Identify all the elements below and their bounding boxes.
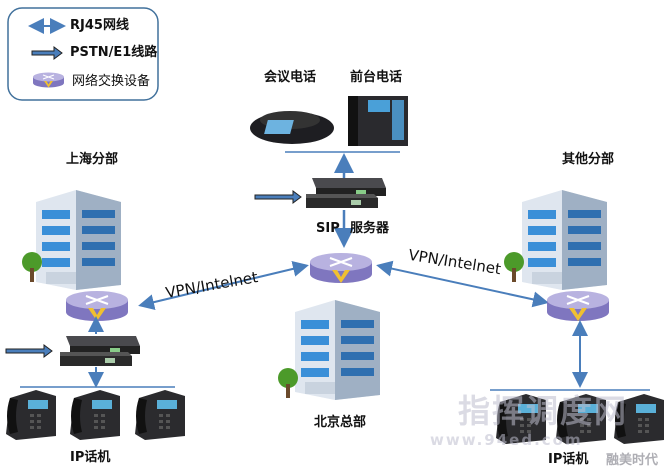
conference-phone-label: 会议电话: [264, 70, 317, 85]
server-label: 服务器: [350, 221, 390, 236]
legend-switch: 网络交换设备: [72, 74, 151, 89]
ip-phone-icon: [6, 390, 56, 440]
hq-building-icon: [295, 300, 380, 400]
watermark-url: www.94ed.com: [430, 431, 583, 449]
tree-icon: [278, 368, 298, 398]
right-ip-phone-label: IP话机: [548, 452, 589, 467]
legend-box: [7, 7, 159, 101]
left-ip-phone-label: IP话机: [70, 450, 111, 465]
left-router-icon: [65, 290, 129, 322]
right-building-icon: [522, 190, 607, 290]
legend-rj45: RJ45网线: [70, 18, 129, 33]
hq-router-icon: [309, 252, 373, 284]
hq-label: 北京总部: [314, 415, 367, 430]
left-gateway-icon: [60, 336, 140, 366]
watermark-logo: 指挥调度网: [458, 392, 629, 430]
sip-gateway-icon: [306, 178, 386, 208]
front-desk-phone-label: 前台电话: [350, 70, 403, 85]
sip-label: SIP: [316, 221, 340, 236]
tree-icon: [504, 252, 524, 282]
right-router-icon: [546, 290, 610, 322]
desk-phone-icon: [348, 96, 408, 146]
ip-phone-icon: [70, 390, 120, 440]
ip-phone-icon: [135, 390, 185, 440]
other-branch-label: 其他分部: [562, 152, 615, 167]
shanghai-branch-label: 上海分部: [66, 152, 119, 167]
left-building-icon: [36, 190, 121, 290]
thick-arrow-icon: [31, 46, 63, 60]
legend-pstn: PSTN/E1线路: [70, 45, 158, 60]
router-icon: [32, 72, 65, 88]
watermark-sub: 融美时代: [606, 453, 659, 468]
